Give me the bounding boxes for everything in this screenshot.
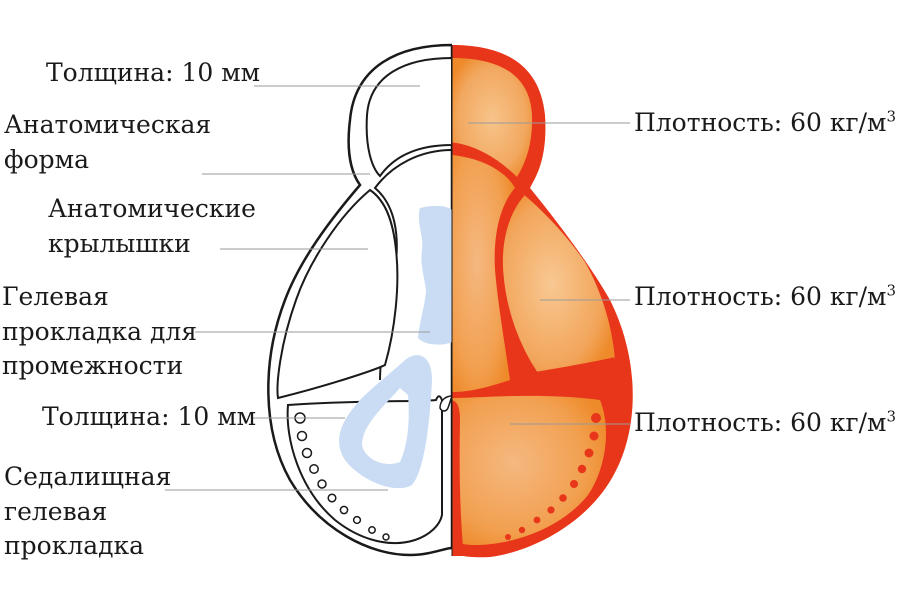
ventilation-hole — [327, 493, 337, 503]
label-line: Толщина: 10 мм — [46, 58, 261, 87]
density-sup: 3 — [886, 281, 896, 300]
ventilation-hole — [368, 526, 376, 534]
label-line: Анатомическая — [4, 110, 212, 139]
foam-mid-region — [452, 155, 515, 392]
label-ischial-gel: Седалищная гелевая прокладка — [4, 460, 171, 564]
label-density-2: Плотность: 60 кг/м3 — [634, 280, 896, 315]
label-line: прокладка для — [2, 316, 198, 346]
leader-lines — [165, 85, 630, 491]
label-line: Толщина: 10 мм — [42, 402, 257, 431]
label-line: крылышки — [48, 228, 191, 258]
density-text: Плотность: 60 кг/м — [634, 282, 887, 311]
ventilation-hole — [533, 516, 541, 524]
label-density-1: Плотность: 60 кг/м3 — [634, 106, 896, 141]
density-sup: 3 — [886, 107, 896, 126]
label-thickness-bottom: Толщина: 10 мм — [42, 400, 256, 435]
density-text: Плотность: 60 кг/м — [634, 408, 887, 437]
nose-pad-outline — [365, 56, 452, 178]
density-text: Плотность: 60 кг/м — [634, 108, 887, 137]
right-dot-row — [505, 413, 601, 540]
label-line: Седалищная — [4, 462, 172, 491]
label-anatomic-form: Анатомическая форма — [4, 108, 211, 177]
label-anatomic-wings: Анатомические крылышки — [48, 192, 256, 261]
foam-center-strip — [452, 400, 464, 556]
wing-outline — [276, 188, 399, 400]
foam-wing-border — [495, 190, 538, 377]
ventilation-hole — [584, 448, 594, 458]
ventilation-hole — [301, 447, 313, 459]
foam-rear-region — [452, 395, 607, 545]
ventilation-hole — [547, 506, 555, 514]
label-line: Гелевая — [2, 282, 109, 311]
left-dot-row — [294, 412, 390, 541]
ventilation-hole — [309, 464, 319, 474]
label-thickness-top: Толщина: 10 мм — [46, 56, 260, 91]
foam-nose-border — [452, 142, 518, 183]
ventilation-hole — [339, 505, 349, 515]
label-line: промежности — [2, 351, 184, 380]
ventilation-hole — [505, 534, 511, 540]
density-sup: 3 — [886, 407, 896, 426]
ventilation-hole — [559, 494, 567, 502]
ventilation-hole — [382, 533, 390, 541]
label-line: прокладка — [4, 531, 145, 560]
ventilation-hole — [518, 526, 526, 534]
label-line: гелевая — [4, 496, 108, 526]
perineum-gel — [418, 205, 452, 345]
ischial-gel — [339, 355, 432, 489]
center-notch-left — [439, 395, 452, 412]
ventilation-hole — [591, 413, 601, 423]
ventilation-hole — [317, 479, 327, 489]
ventilation-hole — [589, 431, 599, 441]
left-half-outline — [267, 43, 452, 557]
right-half-foam — [452, 45, 633, 558]
ventilation-hole — [352, 515, 362, 525]
ventilation-hole — [296, 430, 308, 442]
foam-wing-border-lower — [534, 357, 616, 378]
label-perineum-gel: Гелевая прокладка для промежности — [2, 280, 197, 384]
label-density-3: Плотность: 60 кг/м3 — [634, 406, 896, 441]
foam-wing-region — [499, 193, 615, 375]
label-line: Анатомические — [48, 194, 256, 223]
ventilation-hole — [570, 480, 578, 488]
label-line: форма — [4, 144, 89, 174]
ventilation-hole — [577, 464, 587, 474]
